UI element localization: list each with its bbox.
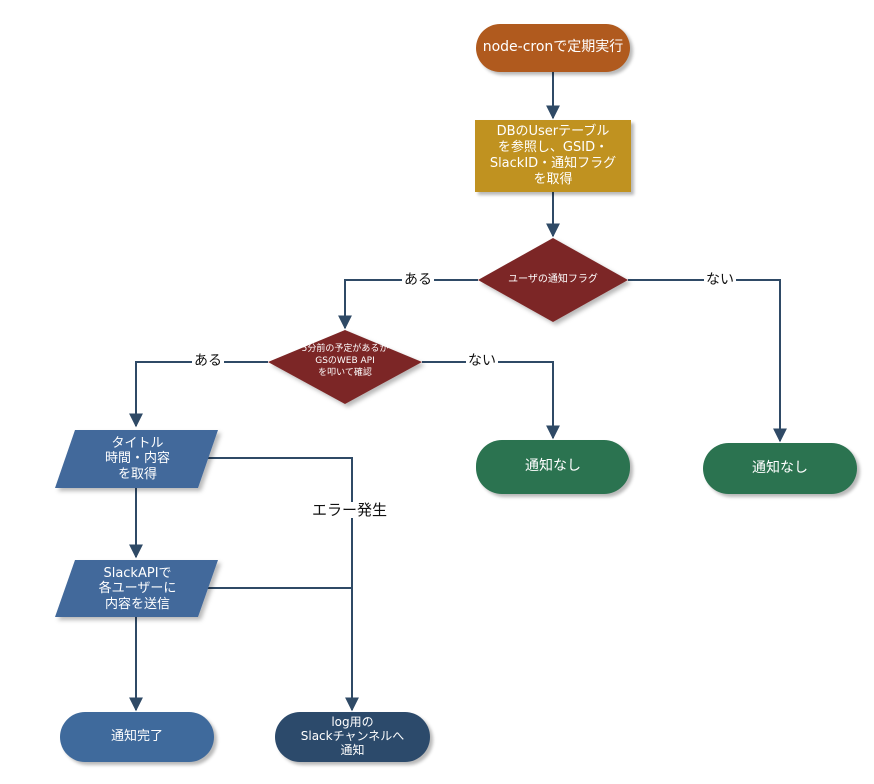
start-node: node-cronで定期実行 — [476, 24, 630, 72]
edge-schedule-yes — [129, 361, 268, 428]
start-node-label: node-cronで定期実行 — [482, 39, 624, 56]
end-none-2: 通知なし — [703, 443, 857, 494]
edge-schedule-no — [422, 361, 560, 440]
end-none-1: 通知なし — [476, 440, 630, 494]
edge-label-flag-yes: ある — [402, 272, 434, 288]
decision-schedule-label: 5分前の予定があるか GSのWEB API を叩いて確認 — [301, 344, 389, 378]
io-send-slack-label: SlackAPIで 各ユーザーに 内容を送信 — [98, 565, 177, 612]
end-log-label: log用の Slackチャンネルへ 通知 — [300, 715, 405, 757]
end-done: 通知完了 — [60, 712, 214, 762]
decision-notify-flag — [478, 238, 628, 322]
io-send-slack — [55, 560, 218, 617]
decision-notify-flag-label: ユーザの通知フラグ — [508, 273, 598, 285]
end-none-2-label: 通知なし — [752, 459, 808, 476]
edge-label-schedule-yes: ある — [192, 353, 224, 369]
end-done-label: 通知完了 — [110, 728, 163, 744]
edge-flag-no — [628, 279, 787, 443]
edge-label-error: エラー発生 — [310, 501, 390, 519]
edge-label-flag-no: ない — [704, 272, 736, 288]
end-none-1-label: 通知なし — [525, 458, 581, 475]
end-log: log用の Slackチャンネルへ 通知 — [275, 712, 430, 762]
edge-label-schedule-no: ない — [466, 353, 498, 369]
edge-title-error — [208, 457, 359, 712]
process-fetch-user: DBのUserテーブル を参照し、GSID・ SlackID・通知フラグ を取得 — [475, 120, 631, 192]
process-fetch-user-label: DBのUserテーブル を参照し、GSID・ SlackID・通知フラグ を取得 — [489, 123, 617, 188]
io-get-title-label: タイトル 時間・内容 を取得 — [104, 435, 170, 482]
decision-schedule — [268, 330, 422, 404]
io-get-title — [55, 430, 218, 488]
